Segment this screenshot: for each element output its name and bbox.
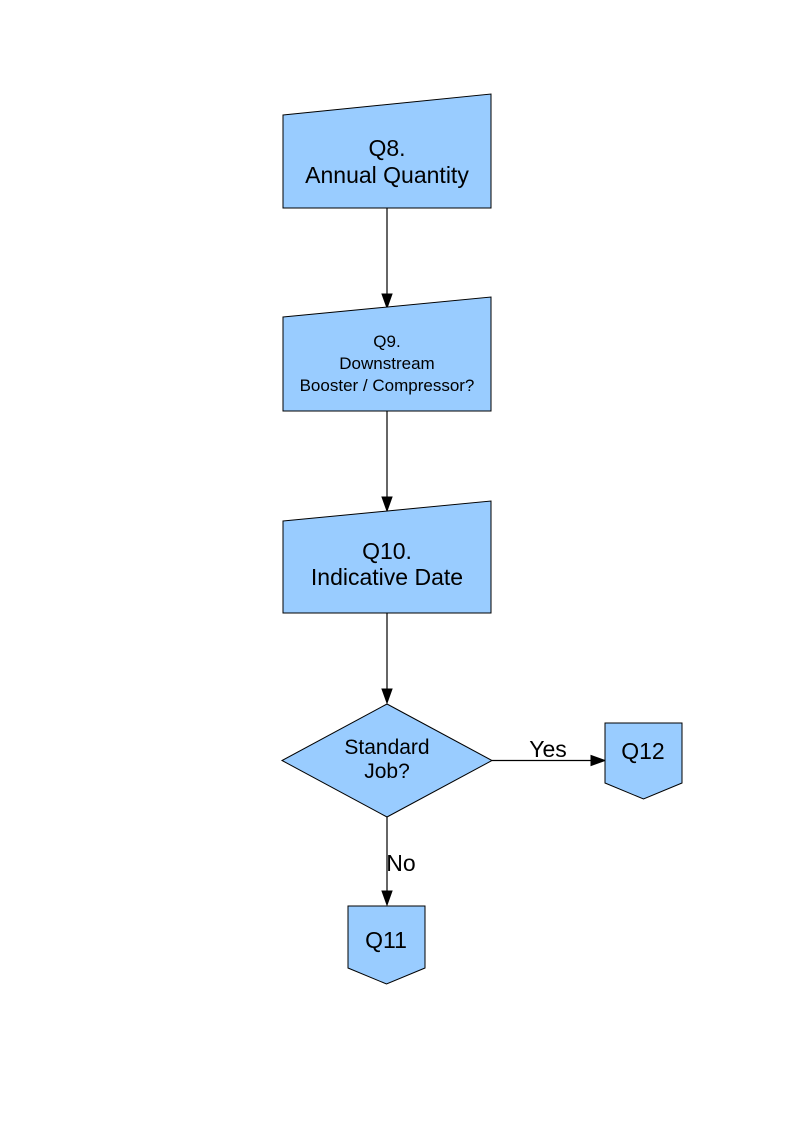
node-q10-label-line1: Q10. [362,538,412,564]
node-q9-label-line3: Booster / Compressor? [300,376,475,395]
node-q8-label-line2: Annual Quantity [305,162,469,188]
node-q8-label-line1: Q8. [368,135,405,161]
node-q9-shape [282,296,492,412]
node-q11-shape [347,905,426,985]
edge-q9-q10 [381,411,393,513]
edge-q9-q10-arrowhead [381,496,393,513]
node-q11-label-line1: Q11 [365,927,407,953]
edge-q8-q9 [381,208,393,310]
node-q12-label-line1: Q12 [621,738,664,764]
edge-q10-decision [381,613,393,705]
node-standard-job-label-line2: Job? [364,760,410,783]
edge-decision-q12: Yes [492,736,607,767]
edge-q8-q9-arrowhead [381,293,393,310]
edge-decision-q11-arrowhead [381,890,393,907]
node-standard-job-label-line1: Standard [344,736,429,759]
edge-q10-decision-arrowhead [381,688,393,705]
node-q9-label-line2: Downstream [339,354,434,373]
node-q12-shape [604,722,683,800]
node-q12: Q12 [604,722,683,800]
node-q10-shape [282,500,492,614]
edge-decision-q12-arrowhead [590,754,607,767]
edge-label-no: No [386,850,415,876]
node-q10: Q10. Indicative Date [282,500,492,614]
node-q10-label-line2: Indicative Date [311,564,463,590]
node-q8: Q8. Annual Quantity [282,93,492,209]
node-q9: Q9. Downstream Booster / Compressor? [282,296,492,412]
edge-decision-q11: No [381,817,416,907]
node-standard-job: Standard Job? [280,703,494,818]
node-q9-label-line1: Q9. [373,332,400,351]
edge-label-yes: Yes [529,736,567,762]
node-q8-shape [282,93,492,209]
node-q11: Q11 [347,905,426,985]
